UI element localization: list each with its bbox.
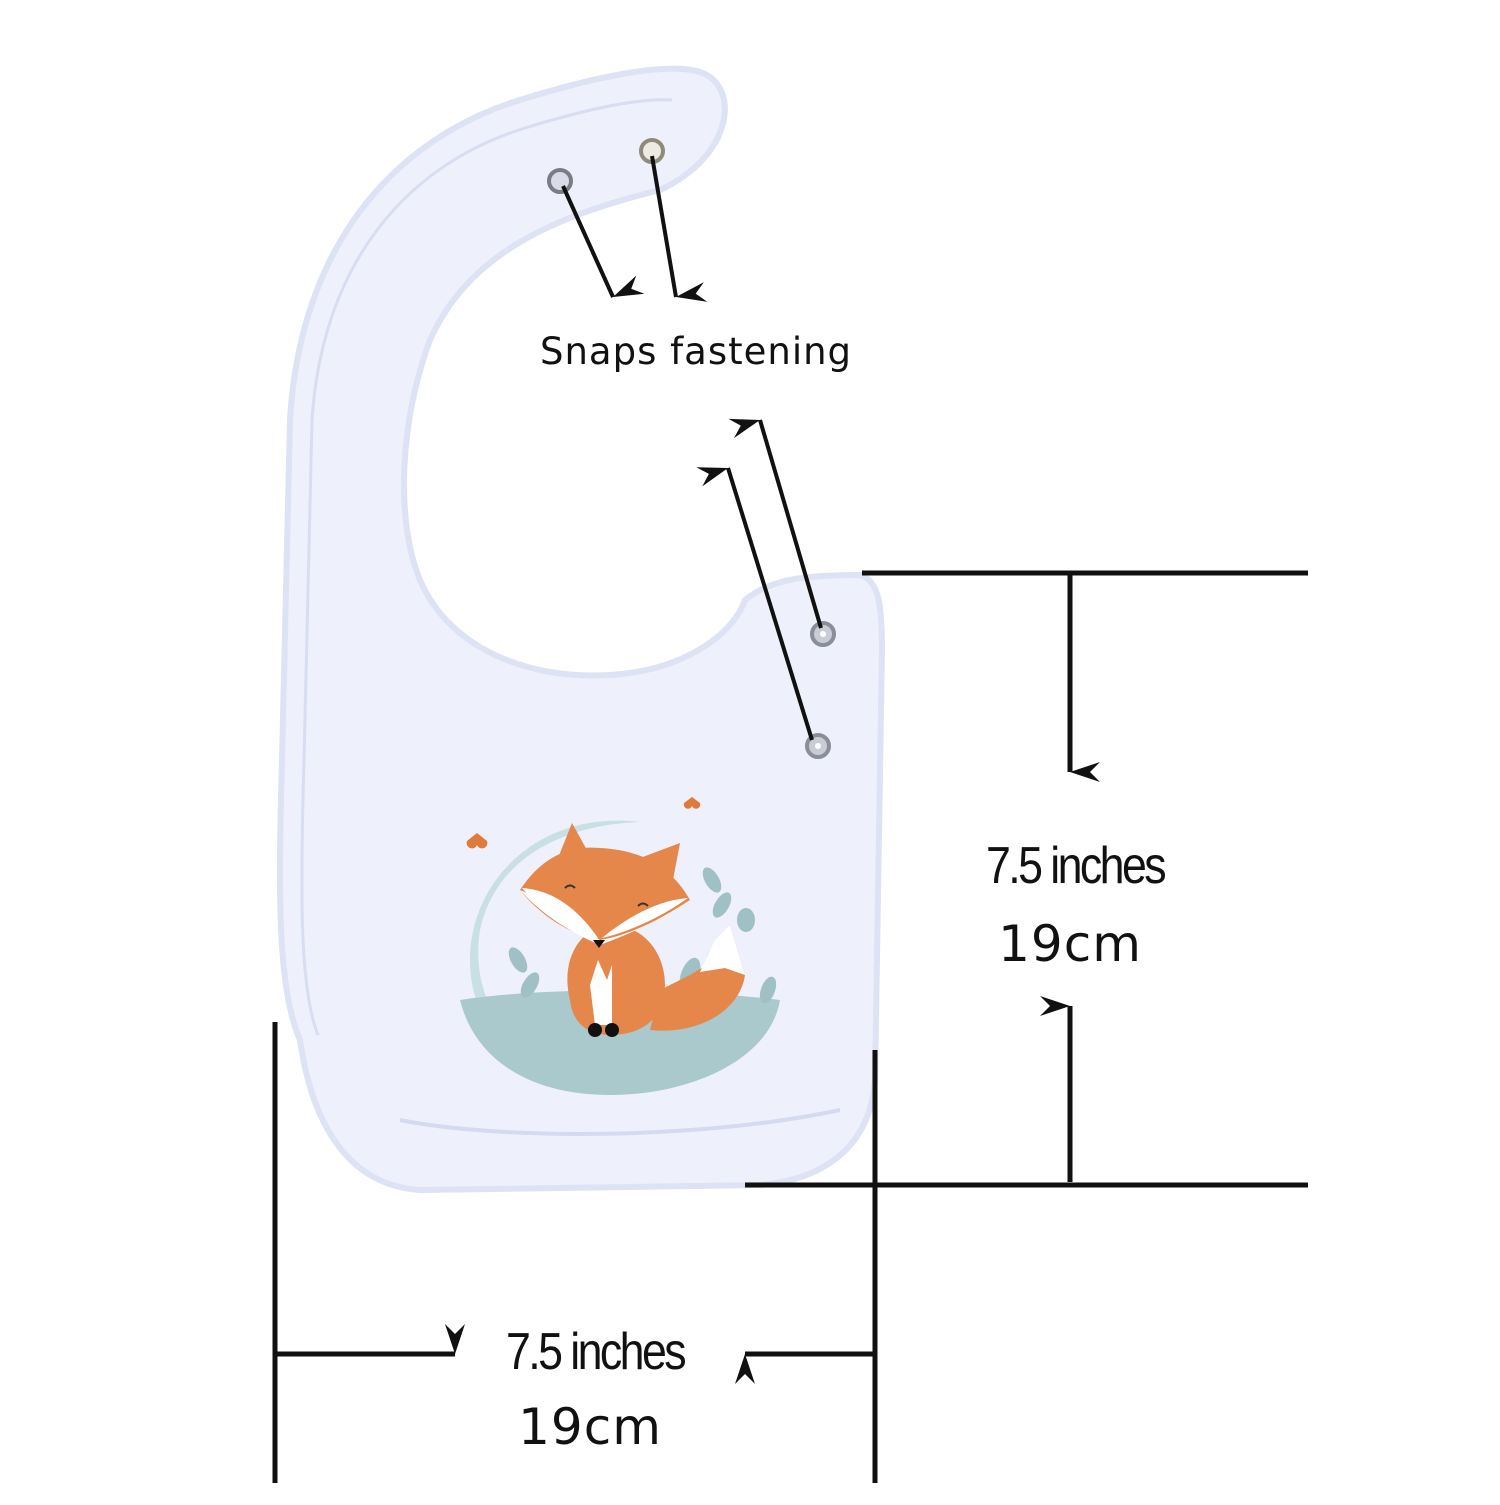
fox-chest xyxy=(590,960,612,1025)
arrow-snap-4 xyxy=(728,418,823,629)
snap-side-lower xyxy=(805,733,831,759)
width-cm-label: 19cm xyxy=(518,1398,662,1456)
width-inches-label: 7.5 inches xyxy=(505,1323,687,1381)
fox-nose xyxy=(593,940,605,948)
snap-top-left xyxy=(547,168,573,194)
fox-tail-tip xyxy=(700,925,745,975)
fox-print xyxy=(460,797,780,1095)
height-cm-label: 19cm xyxy=(998,915,1142,973)
fox-ear-left xyxy=(558,823,588,858)
snap-arrows xyxy=(561,155,823,741)
snap-side-upper xyxy=(810,621,836,647)
height-inches-label: 7.5 inches xyxy=(985,837,1167,895)
hearts xyxy=(466,797,701,849)
fox-ear-right xyxy=(640,843,680,885)
arrow-snap-1 xyxy=(561,185,645,298)
arrow-snap-3 xyxy=(696,467,814,741)
hem-line xyxy=(399,1108,841,1136)
snaps-fastening-label: Snaps fastening xyxy=(540,330,853,373)
height-dimension xyxy=(745,570,1308,1188)
arrow-snap-2 xyxy=(650,155,708,302)
stitch-line xyxy=(300,98,673,1036)
bib xyxy=(276,65,886,1194)
width-dimension xyxy=(272,1022,878,1483)
fox-body xyxy=(567,924,665,1035)
